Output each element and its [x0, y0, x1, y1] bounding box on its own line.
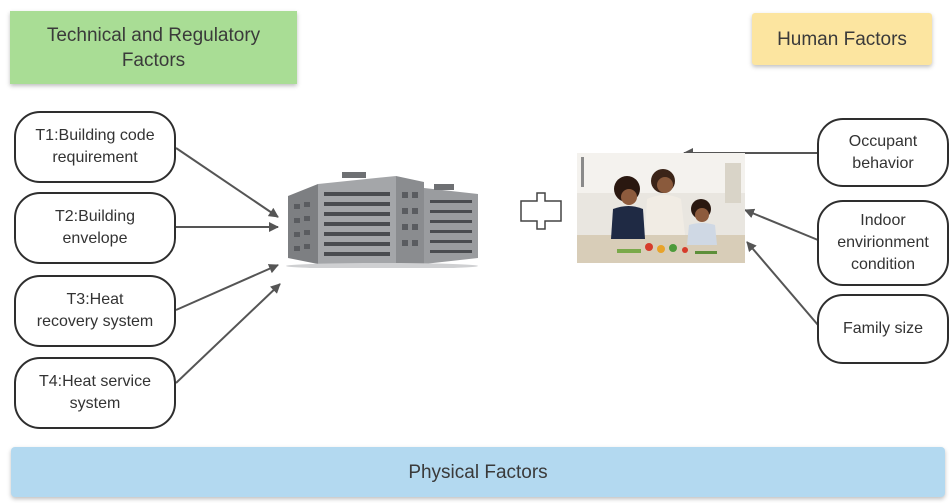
- apartment-building-image: [284, 168, 480, 269]
- physical-factors-bar: Physical Factors: [11, 447, 945, 497]
- node-t3-heat-recovery: T3:Heat recovery system: [14, 275, 176, 347]
- human-factors-header: Human Factors: [752, 13, 932, 65]
- node-t2-building-envelope: T2:Building envelope: [14, 192, 176, 264]
- node-t2-label: T2:Building envelope: [54, 208, 136, 247]
- node-t4-label: T4:Heat service system: [38, 373, 152, 412]
- node-family-size: Family size: [817, 294, 949, 364]
- arrow-t4: [175, 283, 281, 384]
- node-t1-building-code: T1:Building code requirement: [14, 111, 176, 183]
- technical-header-text: Technical and Regulatory Factors: [46, 24, 261, 71]
- technical-regulatory-factors-header: Technical and Regulatory Factors: [10, 11, 297, 84]
- cross-connector-icon: [520, 192, 562, 230]
- node-t1-label: T1:Building code requirement: [35, 127, 155, 166]
- node-family-label: Family size: [842, 320, 923, 337]
- node-t4-heat-service: T4:Heat service system: [14, 357, 176, 429]
- node-occupant-behavior: Occupant behavior: [817, 118, 949, 187]
- arrow-t1: [175, 147, 279, 218]
- node-occupant-label: Occupant behavior: [848, 132, 918, 172]
- node-t3-label: T3:Heat recovery system: [36, 291, 154, 330]
- physical-header-text: Physical Factors: [408, 461, 548, 483]
- arrow-h2: [744, 208, 819, 241]
- human-header-text: Human Factors: [777, 28, 907, 50]
- node-indoor-environment: Indoor envirionment condition: [817, 200, 949, 286]
- arrow-h3: [746, 241, 819, 326]
- node-indoor-label: Indoor envirionment condition: [837, 212, 929, 273]
- family-cooking-photo: [577, 153, 745, 263]
- arrow-t3: [175, 264, 279, 311]
